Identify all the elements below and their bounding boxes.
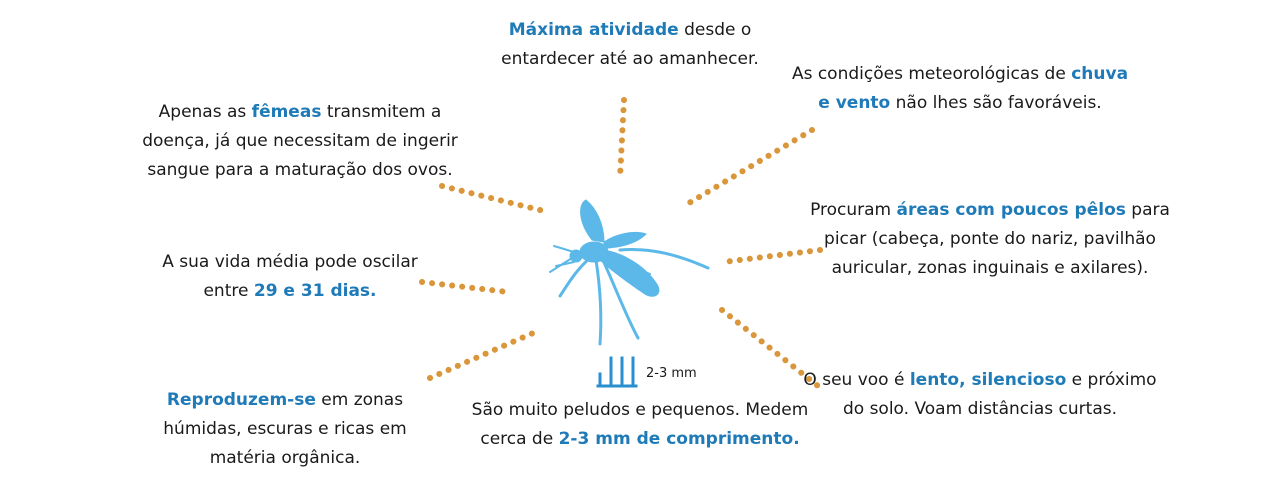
fact-females-text-post: transmitem a doença, já que necessitam d… — [142, 102, 458, 180]
mosquito-icon — [549, 199, 710, 346]
fact-size: São muito peludos e pequenos. Medem cerc… — [470, 396, 810, 454]
fact-activity-highlight: Máxima atividade — [508, 20, 679, 40]
fact-reproduction: Reproduzem-se em zonas húmidas, escuras … — [130, 386, 440, 473]
fact-size-highlight: 2-3 mm de comprimento. — [558, 429, 800, 449]
fact-females-highlight: fêmeas — [251, 102, 322, 122]
fact-bite-areas-highlight: áreas com poucos pêlos — [896, 200, 1126, 220]
fact-weather-text-pre: As condições meteorológicas de — [791, 64, 1072, 84]
connector-left3 — [427, 327, 543, 381]
fact-lifespan-text-pre: A sua vida média pode oscilar entre — [162, 252, 418, 301]
fact-activity-text-post: desde o entardecer até ao amanhecer. — [501, 20, 759, 69]
connector-right1 — [681, 127, 815, 209]
fact-weather: As condições meteorológicas de chuva e v… — [790, 60, 1130, 118]
fact-weather-text-post: não lhes são favoráveis. — [890, 93, 1102, 113]
fact-bite-areas-text-post: para picar (cabeça, ponte do nariz, pavi… — [824, 200, 1170, 278]
fact-reproduction-highlight: Reproduzem-se — [166, 390, 316, 410]
fact-flight-text-pre: O seu voo é — [803, 370, 910, 390]
fact-lifespan: A sua vida média pode oscilar entre 29 e… — [140, 248, 440, 306]
connector-top — [617, 97, 627, 181]
fact-size-text-pre: São muito peludos e pequenos. Medem cerc… — [471, 400, 809, 449]
fact-flight-highlight: lento, silencioso — [909, 370, 1067, 390]
fact-activity: Máxima atividade desde o entardecer até … — [480, 16, 780, 74]
fact-flight-text-post: e próximo do solo. Voam distâncias curta… — [842, 370, 1157, 419]
fact-females: Apenas as fêmeas transmitem a doença, já… — [130, 98, 470, 185]
fact-bite-areas: Procuram áreas com poucos pêlos para pic… — [810, 196, 1170, 283]
fact-lifespan-highlight: 29 e 31 dias. — [253, 281, 377, 301]
ruler-scale-icon — [596, 356, 638, 388]
connector-right3 — [719, 307, 821, 389]
fact-flight: O seu voo é lento, silencioso e próximo … — [800, 366, 1160, 424]
fact-bite-areas-text-pre: Procuram — [810, 200, 897, 220]
scale-label: 2-3 mm — [646, 366, 697, 381]
connector-left2 — [419, 279, 511, 295]
fact-females-text-pre: Apenas as — [158, 102, 252, 122]
connector-left1 — [439, 183, 551, 215]
fact-weather-highlight: chuva e vento — [818, 64, 1129, 113]
fact-reproduction-text-post: em zonas húmidas, escuras e ricas em mat… — [163, 390, 407, 468]
connector-right2 — [721, 247, 823, 265]
